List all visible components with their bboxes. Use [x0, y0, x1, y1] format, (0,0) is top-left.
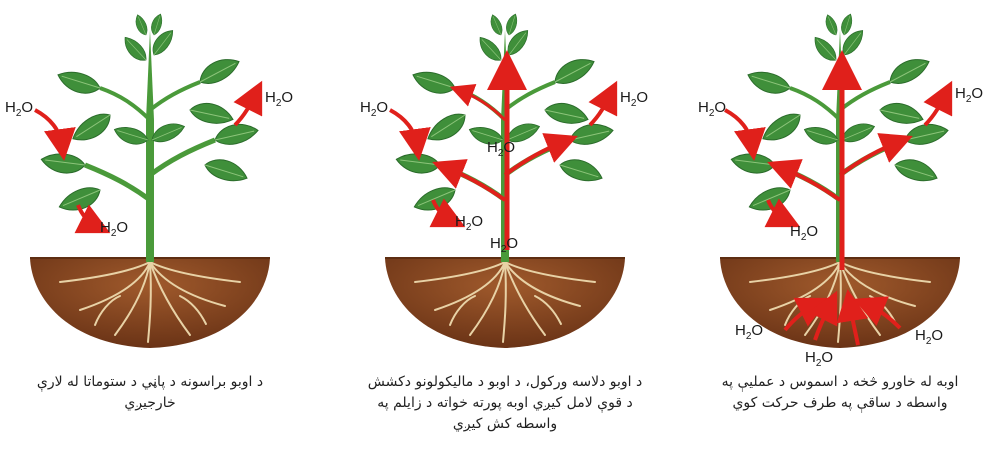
evaporation-arrow-left	[35, 110, 62, 145]
h2o-label: H2O	[915, 327, 943, 347]
h2o-label: H2O	[735, 322, 763, 342]
caption-cohesion-tension: د اوبو دلاسه ورکول، د اوبو د ماليکولونو …	[365, 372, 645, 435]
evaporation-arrow-right	[590, 95, 610, 125]
h2o-label: H2O	[360, 99, 388, 119]
panel-transpiration: H2O H2O H2O د اوبو براسونه د پاڼي د ستوم…	[0, 0, 300, 461]
evaporation-arrow-left	[725, 110, 752, 145]
h2o-label: H2O	[698, 99, 726, 119]
h2o-label: H2O	[265, 89, 293, 109]
evaporation-arrow-right	[235, 95, 255, 125]
h2o-label: H2O	[620, 89, 648, 109]
plant-illustration-1: H2O H2O H2O	[0, 0, 300, 370]
caption-transpiration: د اوبو براسونه د پاڼي د ستوماتا له لارې …	[10, 372, 290, 414]
h2o-label: H2O	[455, 213, 483, 233]
xylem-arrow-left-branch	[782, 168, 840, 200]
xylem-arrow-left-branch	[447, 168, 505, 200]
panel-osmosis: H2O H2O H2O H2O H2O H2O اوبه له خاورو څخ…	[690, 0, 990, 461]
caption-osmosis: اوبه له خاورو څخه د اسموس د عمليې په واس…	[700, 372, 980, 414]
h2o-label: H2O	[955, 85, 983, 105]
xylem-arrow-upper-left	[461, 91, 505, 120]
evaporation-arrow-bottom	[78, 205, 96, 226]
h2o-label: H2O	[805, 349, 833, 369]
h2o-label: H2O	[790, 223, 818, 243]
h2o-label: H2O	[5, 99, 33, 119]
evaporation-arrow-left	[390, 110, 417, 145]
h2o-label: H2O	[100, 219, 128, 239]
plant-illustration-3: H2O H2O H2O H2O H2O H2O	[690, 0, 990, 370]
plant-illustration-2: H2O H2O H2O H2O H2O	[355, 0, 655, 370]
evaporation-arrow-right	[925, 95, 945, 125]
panel-cohesion-tension: H2O H2O H2O H2O H2O د اوبو دلاسه ورکول، …	[355, 0, 655, 461]
